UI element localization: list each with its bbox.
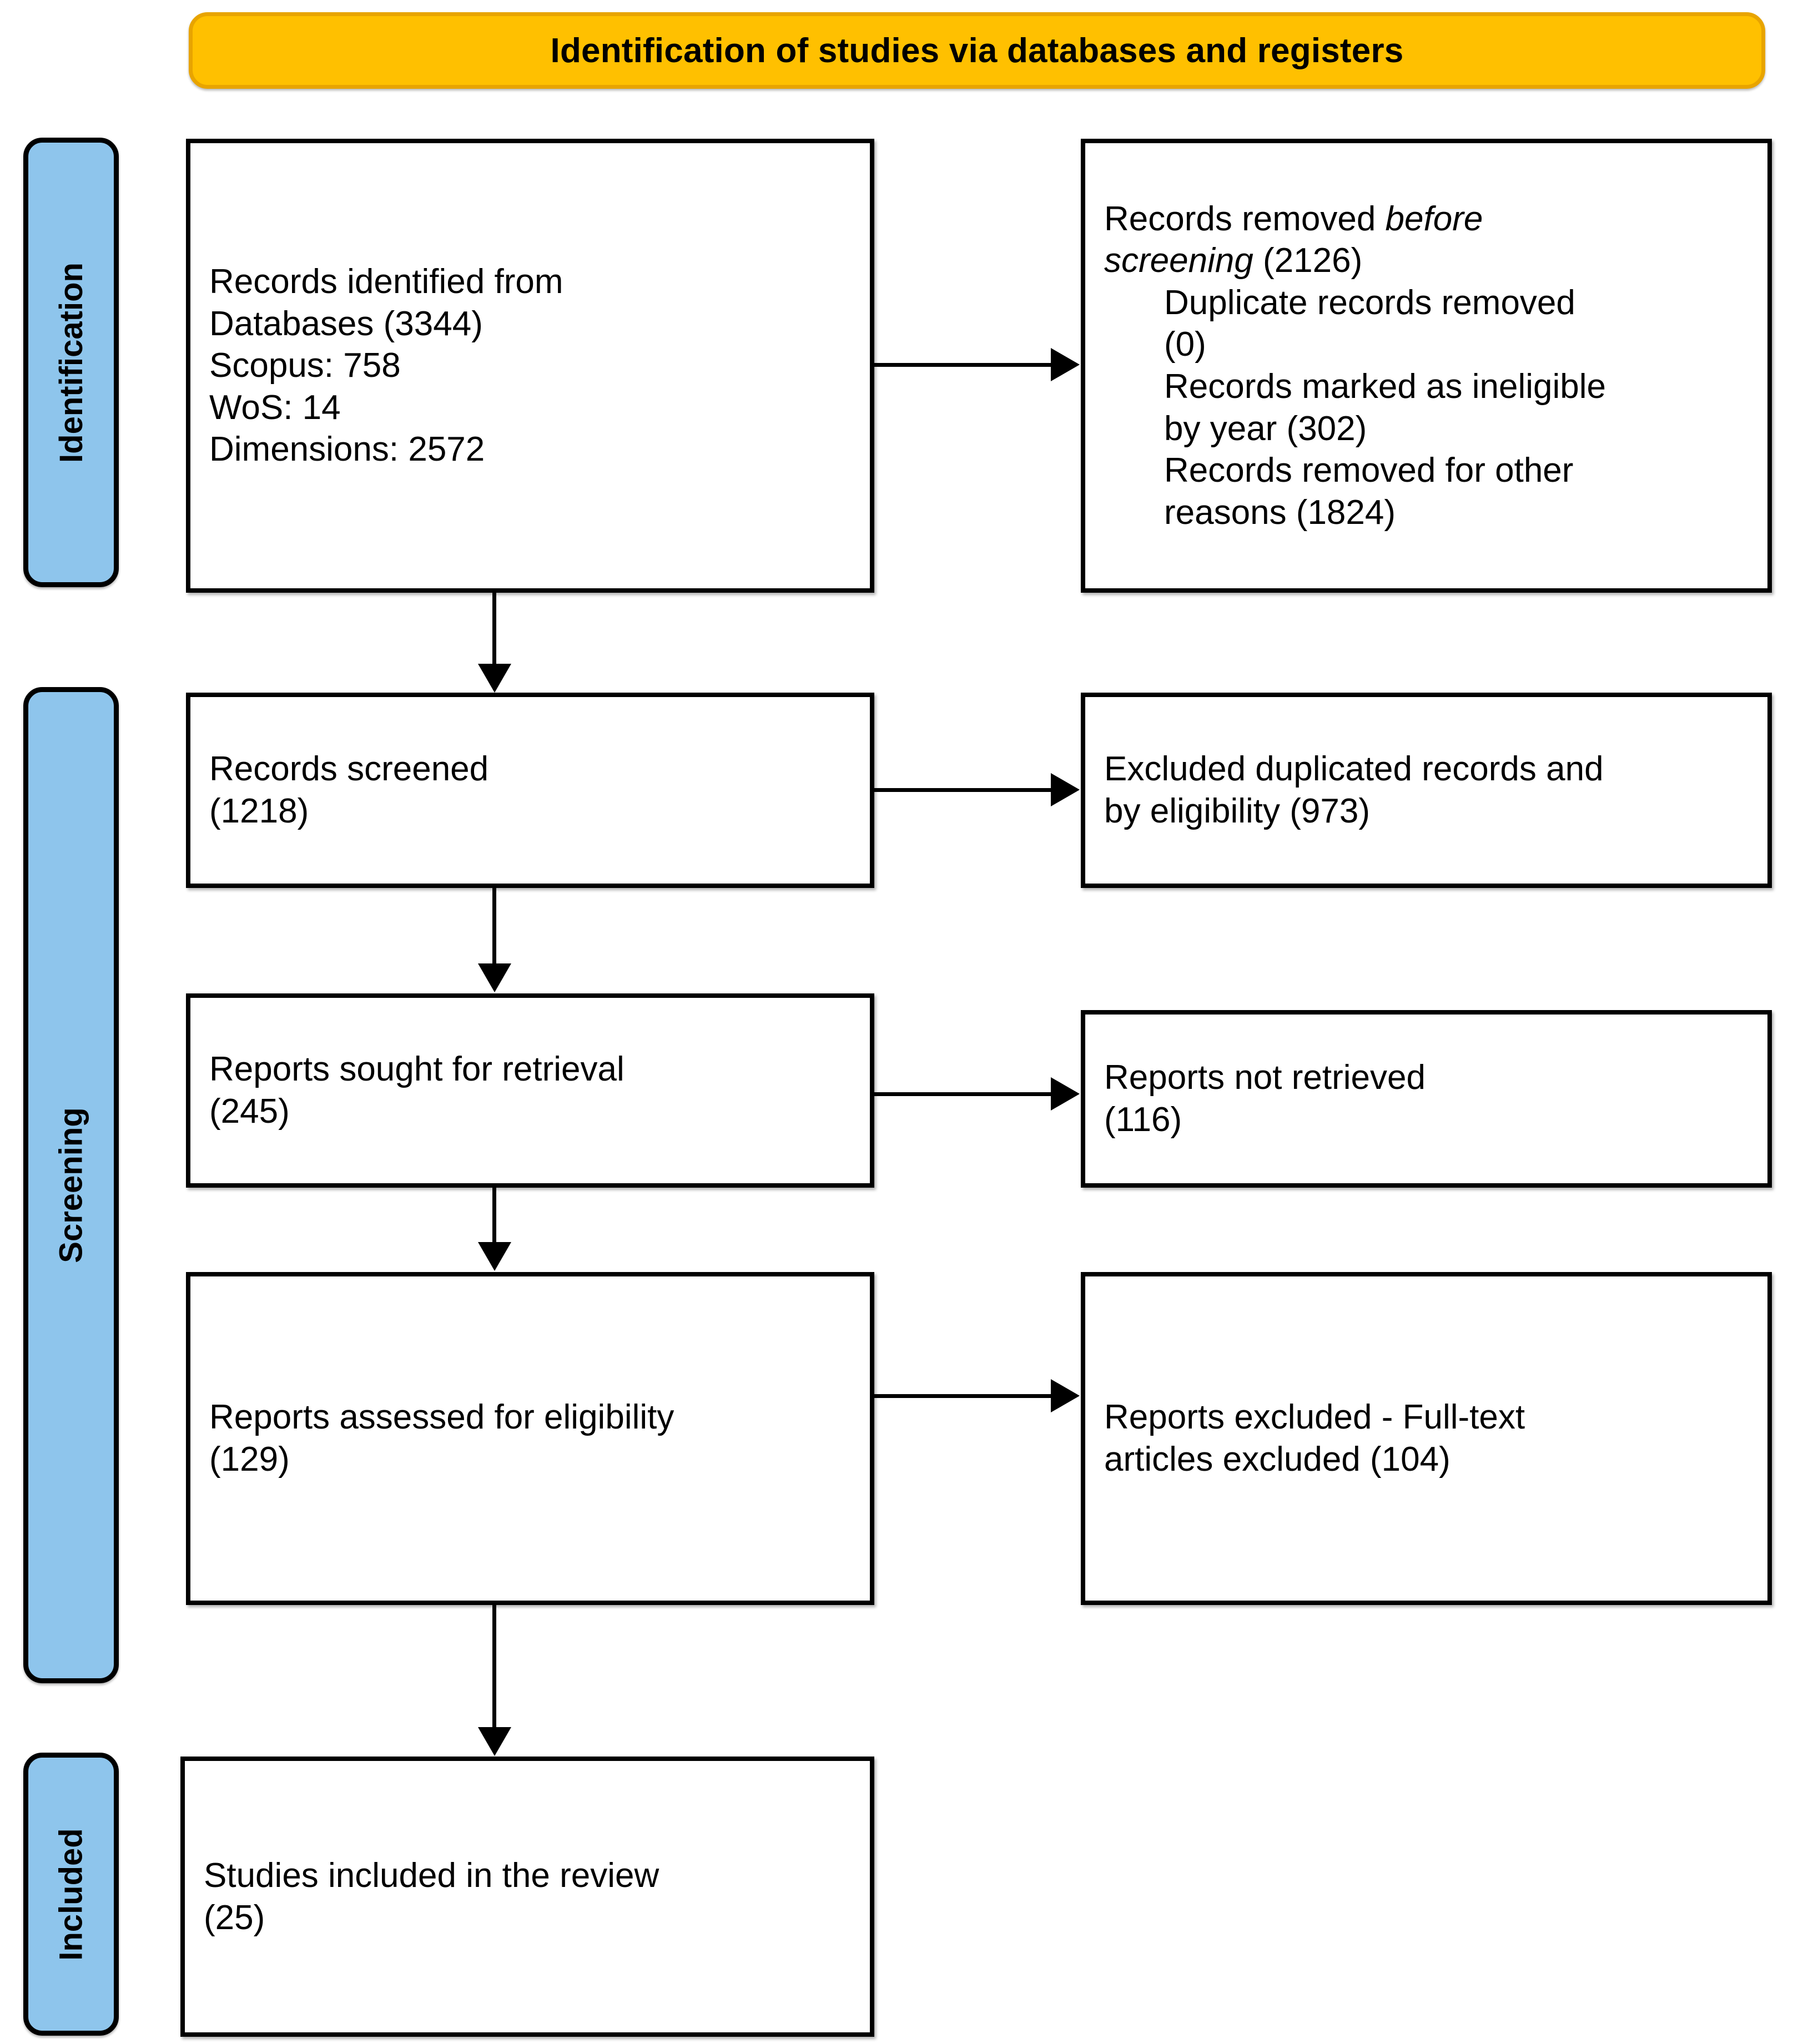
records-removed-lead: Records removed xyxy=(1104,199,1386,238)
arrow-assessed-to-included-line xyxy=(492,1605,496,1728)
records-screened-label: Records screened xyxy=(209,750,489,789)
arrow-screened-to-sought-line xyxy=(492,888,496,965)
stage-label-identification: Identification xyxy=(23,138,119,587)
diagram-title-banner: Identification of studies via databases … xyxy=(189,12,1765,89)
records-removed-italic-screening: screening xyxy=(1104,241,1253,280)
records-removed-line-8: reasons (1824) xyxy=(1164,493,1396,532)
records-identified-line-4: WoS: 14 xyxy=(209,388,341,427)
stage-label-identification-text: Identification xyxy=(53,262,89,463)
records-removed-line-4: (0) xyxy=(1164,325,1206,364)
records-removed-line-6: by year (302) xyxy=(1164,409,1367,448)
arrow-screened-to-excluded-line xyxy=(874,788,1052,792)
box-reports-sought-for-retrieval: Reports sought for retrieval (245) xyxy=(186,993,874,1188)
stage-label-included: Included xyxy=(23,1753,119,2036)
reports-sought-count: (245) xyxy=(209,1092,290,1130)
arrow-identified-to-screened-head xyxy=(478,664,511,693)
reports-sought-label: Reports sought for retrieval xyxy=(209,1050,624,1089)
box-studies-included-in-review: Studies included in the review (25) xyxy=(180,1757,874,2037)
records-removed-line-2: screening (2126) xyxy=(1104,240,1749,282)
arrow-screened-to-sought-head xyxy=(478,963,511,992)
arrow-sought-to-not-retrieved-line xyxy=(874,1092,1052,1096)
excluded-duplicated-line-2: by eligibility (973) xyxy=(1104,792,1370,830)
box-reports-not-retrieved: Reports not retrieved (116) xyxy=(1081,1010,1772,1188)
stage-label-included-text: Included xyxy=(53,1828,89,1961)
studies-included-count: (25) xyxy=(204,1898,265,1937)
reports-excluded-line-1: Reports excluded - Full-text xyxy=(1104,1398,1525,1437)
arrow-screened-to-excluded-head xyxy=(1051,773,1080,806)
arrow-sought-to-assessed-head xyxy=(478,1242,511,1271)
arrow-identified-to-screened-line xyxy=(492,593,496,665)
records-screened-count: (1218) xyxy=(209,792,309,830)
records-identified-line-1: Records identified from xyxy=(209,262,563,301)
records-identified-line-5: Dimensions: 2572 xyxy=(209,430,485,469)
arrow-sought-to-not-retrieved-head xyxy=(1051,1077,1080,1111)
box-records-identified: Records identified from Databases (3344)… xyxy=(186,139,874,593)
records-removed-line-5: Records marked as ineligible xyxy=(1164,367,1606,406)
reports-assessed-count: (129) xyxy=(209,1440,290,1478)
box-excluded-duplicated-records: Excluded duplicated records and by eligi… xyxy=(1081,693,1772,888)
stage-label-screening-text: Screening xyxy=(53,1107,89,1263)
reports-assessed-label: Reports assessed for eligibility xyxy=(209,1398,674,1437)
reports-not-retrieved-count: (116) xyxy=(1104,1101,1182,1139)
arrow-assessed-to-included-head xyxy=(478,1727,511,1756)
arrow-identified-to-removed-head xyxy=(1051,348,1080,381)
box-records-removed-before-screening: Records removed before screening (2126) … xyxy=(1081,139,1772,593)
records-identified-line-3: Scopus: 758 xyxy=(209,346,401,385)
arrow-assessed-to-excluded-line xyxy=(874,1394,1052,1398)
box-records-screened: Records screened (1218) xyxy=(186,693,874,888)
box-reports-excluded-full-text: Reports excluded - Full-text articles ex… xyxy=(1081,1272,1772,1605)
arrow-sought-to-assessed-line xyxy=(492,1188,496,1243)
reports-excluded-line-2: articles excluded (104) xyxy=(1104,1440,1450,1478)
stage-label-screening: Screening xyxy=(23,687,119,1683)
reports-not-retrieved-label: Reports not retrieved xyxy=(1104,1058,1426,1097)
records-removed-count: (2126) xyxy=(1253,241,1363,280)
arrow-assessed-to-excluded-head xyxy=(1051,1379,1080,1412)
records-removed-italic-before: before xyxy=(1385,199,1483,238)
records-identified-line-2: Databases (3344) xyxy=(209,304,483,343)
records-removed-line-1: Records removed before xyxy=(1104,198,1749,240)
diagram-title: Identification of studies via databases … xyxy=(550,31,1404,70)
records-removed-line-3: Duplicate records removed xyxy=(1164,283,1575,322)
studies-included-label: Studies included in the review xyxy=(204,1856,659,1895)
excluded-duplicated-line-1: Excluded duplicated records and xyxy=(1104,750,1604,789)
arrow-identified-to-removed-line xyxy=(874,363,1052,367)
box-reports-assessed-for-eligibility: Reports assessed for eligibility (129) xyxy=(186,1272,874,1605)
records-removed-line-7: Records removed for other xyxy=(1164,451,1574,490)
